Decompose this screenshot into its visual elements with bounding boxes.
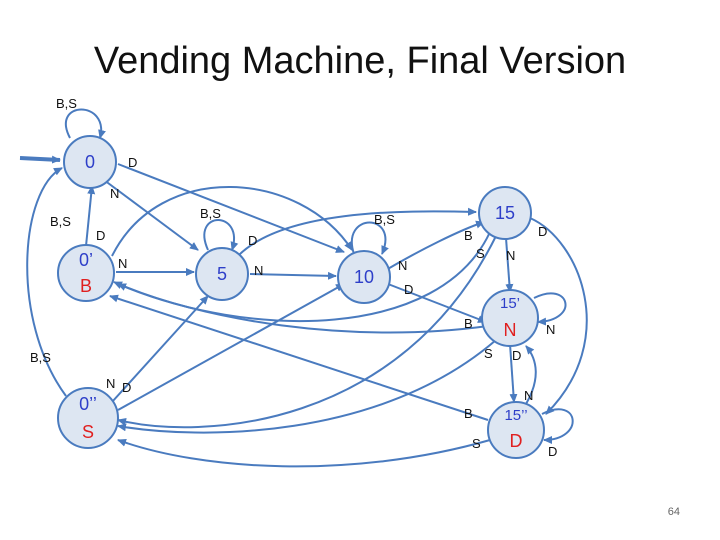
edge-15-to-0s bbox=[117, 235, 497, 429]
edge-0-to-5 bbox=[103, 179, 199, 251]
edge-label-5-d: D bbox=[248, 233, 257, 248]
state-15-double-prime: 15’’ D bbox=[487, 401, 545, 459]
edge-label-0b-bs: B,S bbox=[50, 214, 71, 229]
edge-0b-to-0 bbox=[85, 185, 96, 247]
state-5-label: 5 bbox=[217, 264, 227, 284]
state-15-prime-label: 15’ bbox=[500, 295, 520, 312]
edge-label-15d-n: N bbox=[524, 388, 533, 403]
edge-label-0b-d: D bbox=[96, 228, 105, 243]
edge-15n-to-0s bbox=[117, 339, 497, 434]
edge-10-self bbox=[351, 221, 389, 255]
edge-label-15-n: N bbox=[506, 248, 515, 263]
edge-label-15n-self: N bbox=[546, 322, 555, 337]
edge-15d-to-15n bbox=[525, 345, 537, 405]
edge-15d-self bbox=[541, 408, 574, 444]
edge-label-0s-d: D bbox=[122, 380, 131, 395]
edge-label-0-n: N bbox=[110, 186, 119, 201]
state-0-double-prime-output: S bbox=[82, 422, 94, 442]
edge-0s-to-5 bbox=[111, 295, 209, 403]
state-0-prime-output: B bbox=[80, 276, 92, 296]
state-0-prime-label: 0’ bbox=[79, 250, 93, 270]
edge-0b-to-10 bbox=[111, 186, 353, 257]
state-10: 10 bbox=[337, 250, 391, 304]
edge-label-15d-s: S bbox=[472, 436, 481, 451]
edge-label-15-s: S bbox=[476, 246, 485, 261]
edge-label-0b-n: N bbox=[118, 256, 127, 271]
edge-label-0-d: D bbox=[128, 155, 137, 170]
state-15-double-prime-output: D bbox=[510, 431, 523, 451]
edge-label-15n-d: D bbox=[512, 348, 521, 363]
edge-label-10-self: B,S bbox=[374, 212, 395, 227]
edge-label-0-self: B,S bbox=[56, 96, 77, 111]
slide-title: Vending Machine, Final Version bbox=[93, 40, 627, 82]
state-15-label: 15 bbox=[495, 203, 515, 223]
state-0: 0 bbox=[63, 135, 117, 189]
edge-label-5-n: N bbox=[254, 263, 263, 278]
edge-15d-to-0b bbox=[109, 294, 489, 421]
edge-label-15d-b: B bbox=[464, 406, 473, 421]
state-0-double-prime-label: 0’’ bbox=[79, 394, 97, 414]
start-arrow bbox=[19, 155, 61, 164]
state-0-prime: 0’ B bbox=[57, 244, 115, 302]
edge-label-0s-n: N bbox=[106, 376, 115, 391]
edge-15n-to-15d bbox=[509, 343, 518, 403]
state-0-label: 0 bbox=[85, 152, 95, 172]
edge-label-15n-b: B bbox=[464, 316, 473, 331]
edge-15n-self bbox=[533, 292, 567, 326]
edge-15d-to-0s bbox=[117, 438, 491, 468]
page-number: 64 bbox=[667, 506, 680, 518]
state-15-prime: 15’ N bbox=[481, 289, 539, 347]
edge-15n-to-0b bbox=[113, 281, 489, 334]
edge-label-15d-self: D bbox=[548, 444, 557, 459]
edge-5-self bbox=[203, 219, 239, 251]
edge-label-15-b: B bbox=[464, 228, 473, 243]
edge-label-15n-s: S bbox=[484, 346, 493, 361]
edge-0-to-10 bbox=[117, 163, 345, 253]
edge-15-to-0b bbox=[117, 231, 491, 323]
edge-label-15-d: D bbox=[538, 224, 547, 239]
edge-0-self bbox=[64, 108, 106, 139]
state-15-double-prime-label: 15’’ bbox=[504, 407, 527, 424]
edge-0s-to-0 bbox=[26, 167, 67, 397]
edge-0s-to-10 bbox=[117, 283, 345, 411]
state-15-prime-output: N bbox=[504, 320, 517, 340]
edge-5-to-15 bbox=[235, 207, 477, 259]
edge-15-to-15d bbox=[529, 217, 588, 415]
edge-15-to-15n bbox=[505, 237, 514, 293]
edge-label-10-n: N bbox=[398, 258, 407, 273]
state-0-double-prime: 0’’ S bbox=[57, 387, 119, 449]
state-5: 5 bbox=[195, 247, 249, 301]
edge-5-to-10 bbox=[249, 271, 337, 280]
state-10-label: 10 bbox=[354, 267, 374, 287]
edge-label-5-self: B,S bbox=[200, 206, 221, 221]
edge-label-10-d: D bbox=[404, 282, 413, 297]
edge-label-0s-bs: B,S bbox=[30, 350, 51, 365]
edge-10-to-15 bbox=[385, 220, 485, 271]
state-15: 15 bbox=[478, 186, 532, 240]
edge-10-to-15n bbox=[387, 283, 487, 323]
